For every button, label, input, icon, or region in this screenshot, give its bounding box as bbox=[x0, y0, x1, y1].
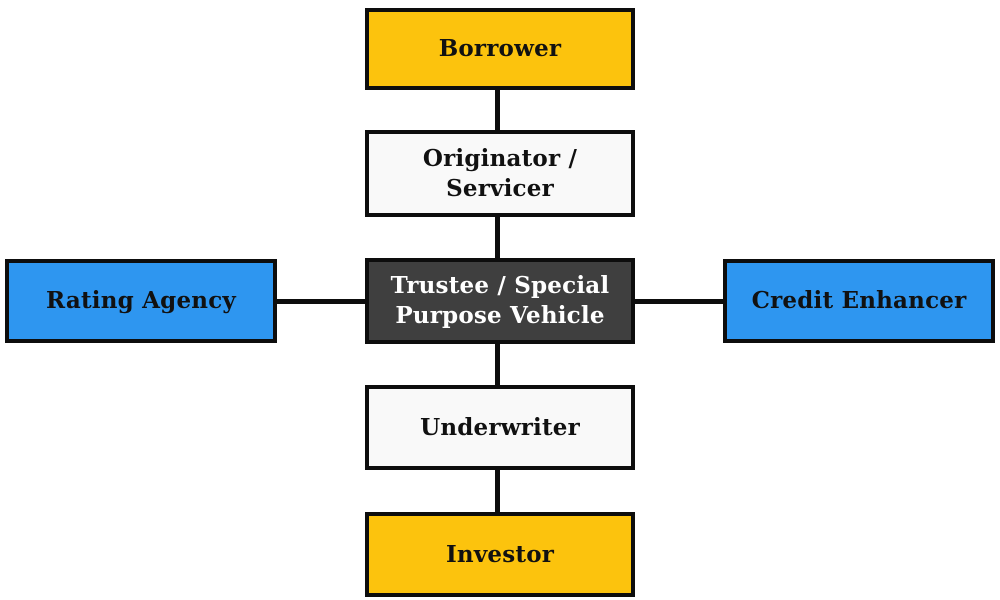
node-trustee-special-purpose-vehicle-label: Trustee / Special Purpose Vehicle bbox=[390, 272, 610, 329]
node-investor: Investor bbox=[365, 512, 635, 597]
connector-rating-agency-trustee bbox=[272, 299, 372, 304]
connector-borrower-originator bbox=[495, 85, 500, 135]
node-underwriter: Underwriter bbox=[365, 385, 635, 470]
node-rating-agency: Rating Agency bbox=[5, 259, 277, 343]
node-trustee-special-purpose-vehicle: Trustee / Special Purpose Vehicle bbox=[365, 258, 635, 344]
connector-trustee-underwriter bbox=[495, 339, 500, 390]
node-underwriter-label: Underwriter bbox=[420, 413, 580, 441]
connector-originator-trustee bbox=[495, 212, 500, 263]
node-investor-label: Investor bbox=[445, 540, 555, 568]
connector-trustee-credit-enhancer bbox=[630, 299, 730, 304]
connector-underwriter-investor bbox=[495, 465, 500, 517]
node-originator-servicer: Originator / Servicer bbox=[365, 130, 635, 217]
node-originator-servicer-label: Originator / Servicer bbox=[422, 144, 578, 202]
node-credit-enhancer: Credit Enhancer bbox=[723, 259, 995, 343]
node-borrower-label: Borrower bbox=[438, 35, 562, 63]
node-rating-agency-label: Rating Agency bbox=[46, 287, 236, 315]
node-credit-enhancer-label: Credit Enhancer bbox=[751, 287, 967, 315]
node-borrower: Borrower bbox=[365, 8, 635, 90]
